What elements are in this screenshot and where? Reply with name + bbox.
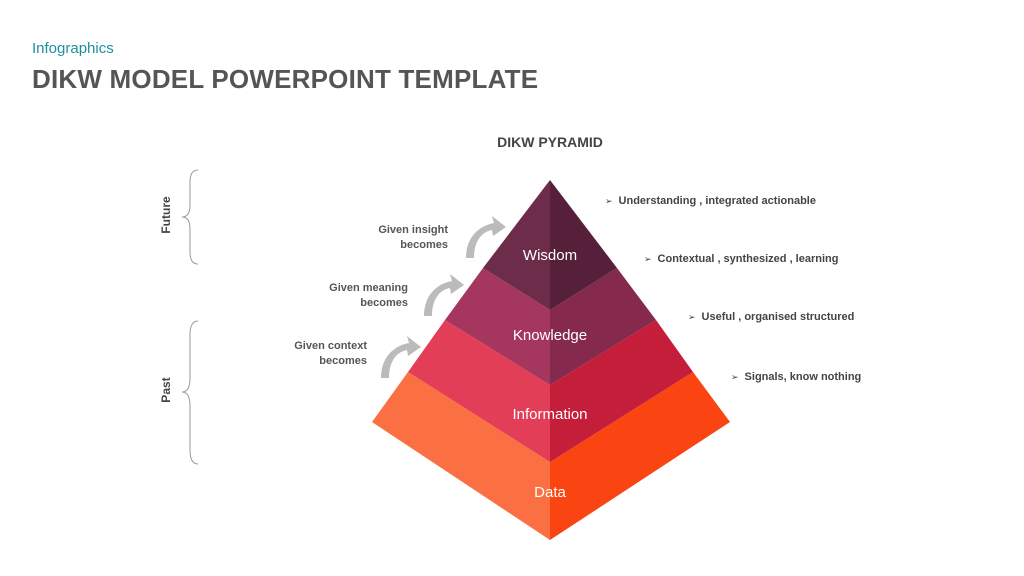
data-description: ➢Signals, know nothing (731, 371, 862, 383)
knowledge-description: ➢Contextual , synthesized , learning (644, 253, 839, 265)
curved-arrow-icon (424, 274, 464, 316)
wisdom-label: Wisdom (523, 247, 577, 264)
transition-insight: Given insight becomes (378, 224, 448, 251)
knowledge-label: Knowledge (513, 327, 587, 344)
curly-brace-icon (181, 320, 199, 465)
curved-arrow-icon (466, 216, 506, 258)
data-layer-left (372, 372, 550, 540)
past-label: Past (159, 377, 173, 403)
arrowhead-bullet-icon: ➢ (644, 254, 652, 264)
wisdom-layer-left (483, 180, 550, 310)
curved-arrow-icon (381, 336, 421, 378)
information-label: Information (512, 406, 587, 423)
curly-brace-icon (181, 169, 199, 265)
wisdom-description: ➢Understanding , integrated actionable (605, 195, 816, 207)
knowledge-layer-left (445, 268, 550, 385)
information-layer-left (408, 320, 550, 462)
knowledge-layer-right (550, 268, 656, 385)
arrowhead-bullet-icon: ➢ (731, 372, 739, 382)
data-label: Data (534, 484, 566, 501)
diagram-title: DIKW PYRAMID (497, 134, 603, 150)
transition-context: Given context becomes (294, 340, 367, 367)
transition-meaning: Given meaning becomes (329, 282, 408, 309)
data-layer-right (550, 372, 730, 540)
information-layer-right (550, 320, 693, 462)
arrowhead-bullet-icon: ➢ (688, 312, 696, 322)
arrowhead-bullet-icon: ➢ (605, 196, 613, 206)
information-description: ➢Useful , organised structured (688, 311, 855, 323)
wisdom-layer-right (550, 180, 617, 310)
slide-subtitle: Infographics (32, 40, 114, 57)
future-label: Future (159, 196, 173, 234)
slide-title: DIKW MODEL POWERPOINT TEMPLATE (32, 64, 539, 94)
